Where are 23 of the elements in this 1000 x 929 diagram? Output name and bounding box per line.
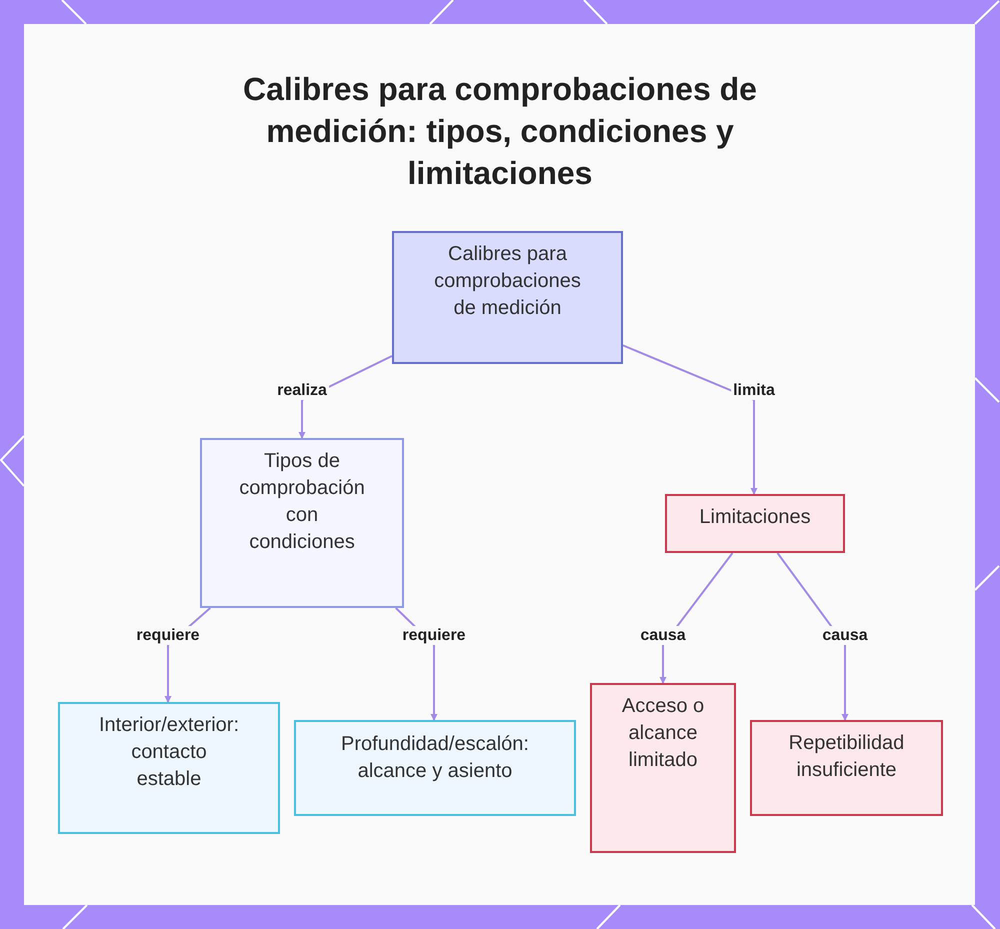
- edge-label: causa: [638, 626, 688, 645]
- concept-box: [590, 683, 736, 853]
- edge-label: realiza: [275, 381, 329, 400]
- concept-box: [200, 438, 404, 608]
- concept-box: [665, 494, 845, 553]
- concept-text: Tipos de comprobación con condiciones: [238, 449, 366, 555]
- concept-text: Interior/exterior: contacto estable: [98, 713, 240, 792]
- connector-arrow: [776, 552, 848, 721]
- concept-box: [58, 702, 280, 834]
- edge-label: causa: [820, 626, 870, 645]
- concept-text: Calibres para comprobaciones de medición: [433, 242, 582, 321]
- concept-text: Repetibilidad insuficiente: [788, 731, 906, 783]
- concept-text: Profundidad/escalón: alcance y asiento: [340, 732, 530, 784]
- concept-box: [750, 720, 943, 816]
- connector-arrow: [622, 344, 758, 495]
- diagram-title: Calibres para comprobaciones de medición: tipos, condiciones y limitaciones: [242, 70, 758, 193]
- concept-box: [392, 231, 623, 364]
- edge-label: requiere: [400, 626, 468, 645]
- edge-label: requiere: [134, 626, 202, 645]
- concept-text: Acceso o alcance limitado: [620, 694, 706, 773]
- concept-text: Limitaciones: [698, 505, 812, 530]
- concept-box: [294, 720, 576, 816]
- edge-label: limita: [731, 381, 777, 400]
